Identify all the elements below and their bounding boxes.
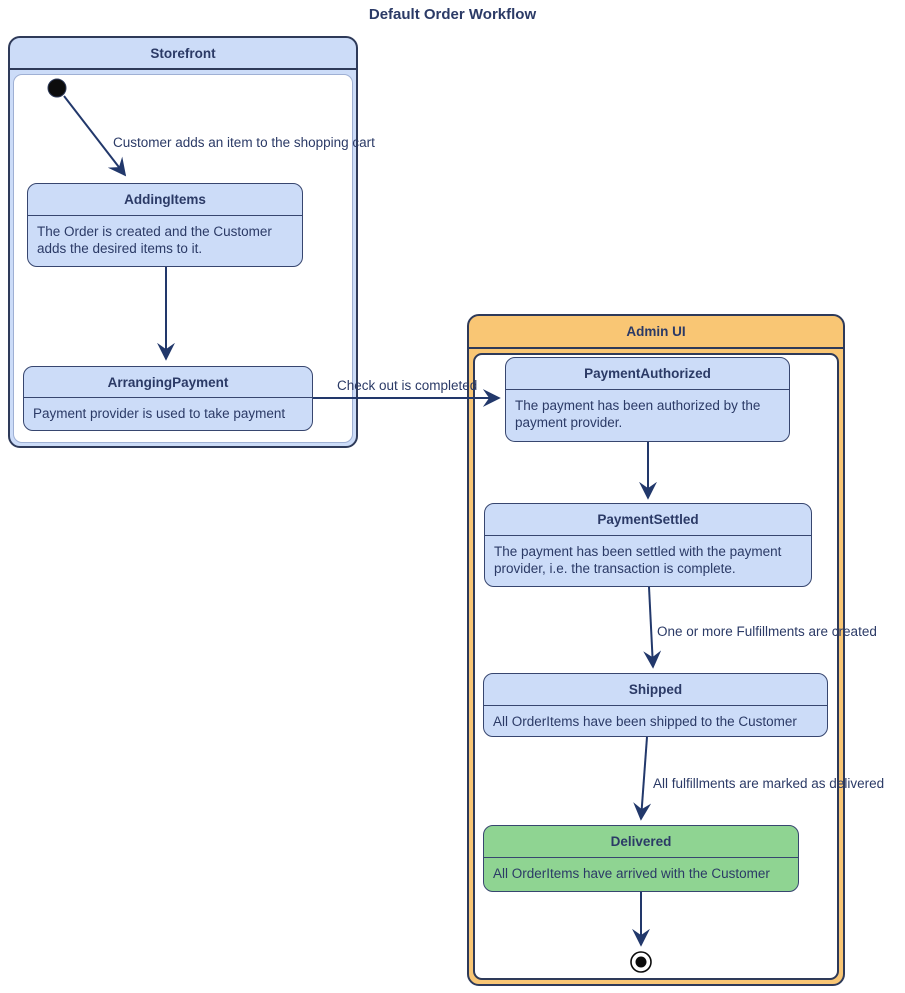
state-shipped-name: Shipped (484, 674, 827, 706)
state-adding-items-description: The Order is created and the Customer ad… (37, 224, 272, 256)
state-delivered-description: All OrderItems have arrived with the Cus… (493, 866, 770, 881)
edge-label-fulfillments-created: One or more Fulfillments are created (657, 624, 877, 639)
container-admin-ui: Admin UI PaymentAuthorized The payment h… (467, 314, 845, 986)
state-payment-settled: PaymentSettled The payment has been sett… (484, 503, 812, 587)
state-adding-items-name: AddingItems (28, 184, 302, 216)
state-arranging-payment-description: Payment provider is used to take payment (33, 406, 286, 421)
container-storefront-title: Storefront (10, 38, 356, 70)
state-delivered: Delivered All OrderItems have arrived wi… (483, 825, 799, 892)
container-admin-ui-title: Admin UI (469, 316, 843, 349)
edge-label-marked-delivered: All fulfillments are marked as delivered (653, 776, 885, 791)
state-payment-authorized-description: The payment has been authorized by the p… (515, 398, 761, 430)
state-payment-authorized-name: PaymentAuthorized (506, 358, 789, 390)
edge-label-checkout-completed: Check out is completed (337, 378, 478, 393)
state-delivered-name: Delivered (484, 826, 798, 858)
state-payment-authorized: PaymentAuthorized The payment has been a… (505, 357, 790, 442)
state-shipped-description: All OrderItems have been shipped to the … (493, 714, 797, 729)
state-arranging-payment-name: ArrangingPayment (24, 367, 312, 398)
edge-label-add-to-cart: Customer adds an item to the shopping ca… (113, 135, 375, 150)
state-payment-settled-description: The payment has been settled with the pa… (494, 544, 782, 576)
diagram-title: Default Order Workflow (368, 6, 537, 23)
state-adding-items: AddingItems The Order is created and the… (27, 183, 303, 267)
state-shipped: Shipped All OrderItems have been shipped… (483, 673, 828, 737)
container-storefront: Storefront AddingItems The Order is crea… (8, 36, 358, 448)
state-arranging-payment: ArrangingPayment Payment provider is use… (23, 366, 313, 431)
state-payment-settled-name: PaymentSettled (485, 504, 811, 536)
